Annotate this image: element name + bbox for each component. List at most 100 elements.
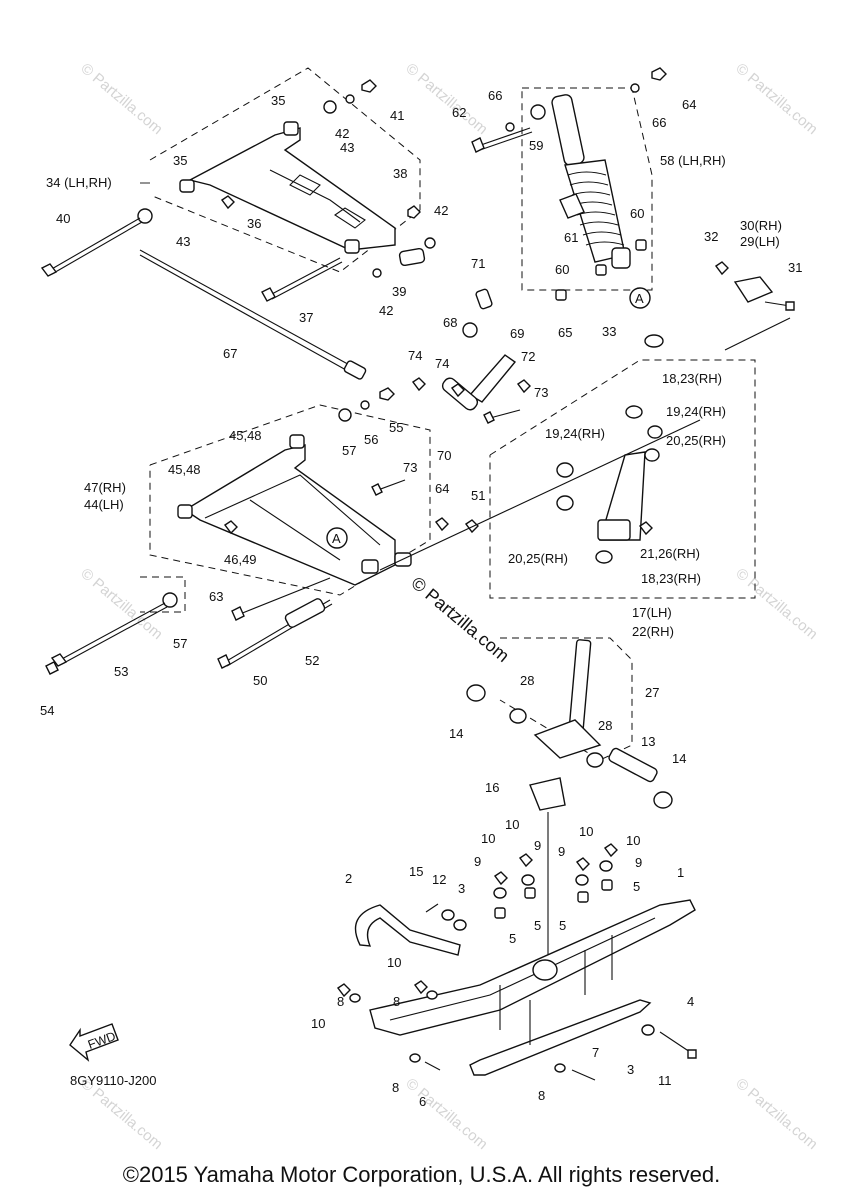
callout-c19b: 19,24(RH)	[545, 426, 605, 441]
callout-c74a: 74	[408, 348, 422, 363]
callout-c8a: 8	[337, 994, 344, 1009]
callout-c44: 44(LH)	[84, 497, 124, 512]
callout-c45b: 45,48	[168, 462, 201, 477]
callout-c71: 71	[471, 256, 485, 271]
callout-c4: 4	[687, 994, 694, 1009]
callout-c10b: 10	[505, 817, 519, 832]
callout-c60a: 60	[630, 206, 644, 221]
callout-c37: 37	[299, 310, 313, 325]
callout-c35a: 35	[271, 93, 285, 108]
watermark: © Partzilla.com	[402, 1075, 490, 1153]
callout-c38: 38	[393, 166, 407, 181]
callout-c51: 51	[471, 488, 485, 503]
callout-c42c: 42	[379, 303, 393, 318]
callout-c65: 65	[558, 325, 572, 340]
callout-c30: 30(RH)	[740, 218, 782, 233]
callout-c61: 61	[564, 230, 578, 245]
callout-c34: 34 (LH,RH)	[46, 175, 112, 190]
callout-c66b: 66	[652, 115, 666, 130]
spindle-group	[489, 261, 795, 599]
callout-c39: 39	[392, 284, 406, 299]
callout-c53: 53	[114, 664, 128, 679]
callout-c2: 2	[345, 871, 352, 886]
callout-c63: 63	[209, 589, 223, 604]
callout-c54: 54	[40, 703, 54, 718]
callout-c36: 36	[247, 216, 261, 231]
watermark: © Partzilla.com	[77, 60, 165, 138]
callout-c5b: 5	[534, 918, 541, 933]
callout-c70: 70	[437, 448, 451, 463]
callout-c43b: 43	[176, 234, 190, 249]
watermark: © Partzilla.com	[732, 1075, 820, 1153]
callout-c16: 16	[485, 780, 499, 795]
copyright-notice: ©2015 Yamaha Motor Corporation, U.S.A. A…	[122, 1162, 721, 1187]
callout-c74b: 74	[435, 356, 449, 371]
callout-c31: 31	[788, 260, 802, 275]
upper-arm-group	[40, 67, 436, 380]
callout-c5c: 5	[559, 918, 566, 933]
callout-c18b: 18,23(RH)	[641, 571, 701, 586]
callout-c10e: 10	[387, 955, 401, 970]
callout-c8b: 8	[393, 994, 400, 1009]
ski-hardware	[336, 843, 697, 1081]
callout-c10f: 10	[311, 1016, 325, 1031]
callout-c57a: 57	[342, 443, 356, 458]
ref-marker: A	[332, 531, 341, 546]
callout-c17: 17(LH)	[632, 605, 672, 620]
callout-c29: 29(LH)	[740, 234, 780, 249]
callout-c9c: 9	[558, 844, 565, 859]
callout-c27: 27	[645, 685, 659, 700]
callout-c73a: 73	[534, 385, 548, 400]
callout-c62: 62	[452, 105, 466, 120]
center-watermark: © Partzilla.com	[407, 573, 513, 666]
callout-c10a: 10	[481, 831, 495, 846]
fwd-arrow-icon: FWD	[69, 1023, 119, 1062]
callout-c41: 41	[390, 108, 404, 123]
callout-c5a: 5	[509, 931, 516, 946]
callout-c3a: 3	[458, 881, 465, 896]
callout-c7: 7	[592, 1045, 599, 1060]
callout-c64a: 64	[682, 97, 696, 112]
ski-group	[336, 843, 697, 1081]
callout-c8c: 8	[392, 1080, 399, 1095]
callout-c46: 46,49	[224, 552, 257, 567]
callout-c9d: 9	[635, 855, 642, 870]
spindle-shaft-group	[466, 637, 673, 960]
callout-c40: 40	[56, 211, 70, 226]
callout-c50: 50	[253, 673, 267, 688]
callout-c60b: 60	[555, 262, 569, 277]
callout-c18a: 18,23(RH)	[662, 371, 722, 386]
callout-c19a: 19,24(RH)	[666, 404, 726, 419]
callout-c14a: 14	[449, 726, 463, 741]
callout-c67: 67	[223, 346, 237, 361]
callout-c22: 22(RH)	[632, 624, 674, 639]
watermark: © Partzilla.com	[402, 60, 490, 138]
callout-c28b: 28	[598, 718, 612, 733]
callout-c43a: 43	[340, 140, 354, 155]
callout-c64b: 64	[435, 481, 449, 496]
callout-c69: 69	[510, 326, 524, 341]
callout-c52: 52	[305, 653, 319, 668]
callout-c45a: 45,48	[229, 428, 262, 443]
callout-c1: 1	[677, 865, 684, 880]
callout-c66a: 66	[488, 88, 502, 103]
callout-c9b: 9	[534, 838, 541, 853]
shock-absorber-group: A	[471, 67, 667, 309]
callout-c56: 56	[364, 432, 378, 447]
callout-c10d: 10	[626, 833, 640, 848]
callout-c21: 21,26(RH)	[640, 546, 700, 561]
callout-c57b: 57	[173, 636, 187, 651]
callout-c13: 13	[641, 734, 655, 749]
callout-c10c: 10	[579, 824, 593, 839]
callout-c72: 72	[521, 349, 535, 364]
callout-c42b: 42	[434, 203, 448, 218]
diagram-code: 8GY9110-J200	[70, 1073, 157, 1088]
callout-c58: 58 (LH,RH)	[660, 153, 726, 168]
callout-c35b: 35	[173, 153, 187, 168]
callout-c55: 55	[389, 420, 403, 435]
lower-arm-group: A	[45, 387, 701, 675]
callout-c47: 47(RH)	[84, 480, 126, 495]
callout-c32: 32	[704, 229, 718, 244]
